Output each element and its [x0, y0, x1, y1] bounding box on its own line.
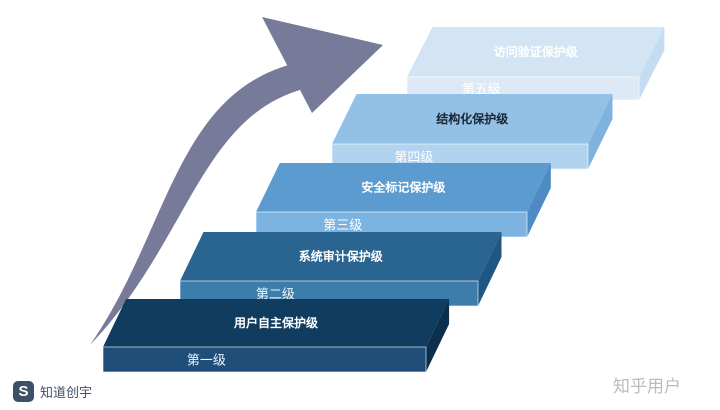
- step-title: 安全标记保护级: [361, 180, 445, 195]
- step-level-label: 第五级: [462, 82, 501, 97]
- step-top-face: [256, 163, 551, 212]
- step-top-face: [407, 27, 665, 77]
- staircase: 访问验证保护级第五级结构化保护级第四级安全标记保护级第三级系统审计保护级第二级用…: [102, 27, 665, 373]
- s-logo-glyph: S: [18, 383, 28, 400]
- watermark-text: 知乎用户: [613, 377, 681, 396]
- step-front-face: [102, 346, 427, 373]
- arrow-shaft: [90, 62, 307, 345]
- step-title: 访问验证保护级: [494, 44, 578, 59]
- step-side-face: [588, 94, 613, 169]
- step-top-face: [180, 232, 502, 281]
- step-level-label: 第四级: [394, 150, 433, 165]
- step-top-face: [332, 94, 613, 144]
- step-top-face: [103, 299, 450, 347]
- step-level-label: 第二级: [256, 287, 295, 302]
- step-level-label: 第三级: [323, 218, 362, 233]
- brand-name: 知道创宇: [40, 385, 92, 400]
- brand-logo: S 知道创宇: [13, 381, 92, 402]
- step-side-face: [639, 27, 665, 100]
- step-title: 系统审计保护级: [299, 249, 383, 264]
- step-side-face: [478, 232, 502, 306]
- step-side-face: [527, 163, 551, 237]
- step-level-label: 第一级: [187, 353, 226, 368]
- s-logo-icon: [13, 381, 34, 402]
- step-side-face: [426, 299, 450, 372]
- growth-arrow: [90, 17, 383, 345]
- arrow-head: [262, 17, 383, 113]
- step-title: 用户自主保护级: [233, 315, 318, 330]
- step-title: 结构化保护级: [436, 111, 508, 126]
